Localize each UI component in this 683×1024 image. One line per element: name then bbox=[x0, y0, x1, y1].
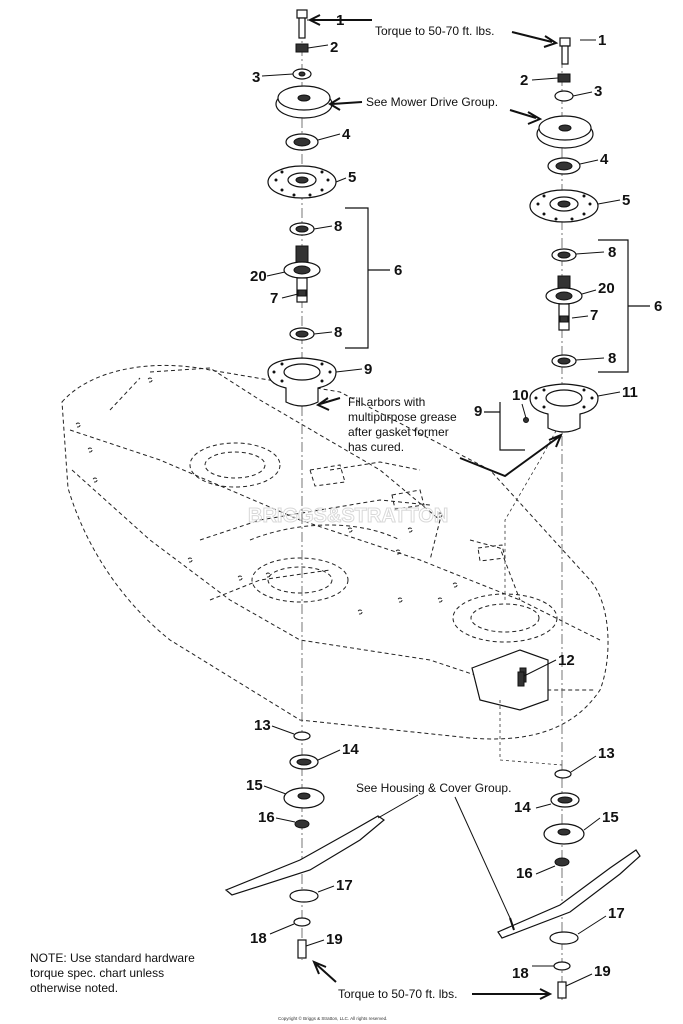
copyright: Copyright © Briggs & Stratton, LLC. All … bbox=[278, 1015, 387, 1021]
fill-note-line-2: multipurpose grease bbox=[348, 410, 457, 424]
callout-13-left: 13 bbox=[254, 717, 271, 734]
annotations: Torque to 50-70 ft. lbs. See Mower Drive… bbox=[30, 24, 511, 1021]
left-bolt-19 bbox=[297, 939, 307, 959]
left-washer-17 bbox=[289, 889, 319, 903]
right-washer bbox=[554, 90, 574, 102]
note-line-2: torque spec. chart unless bbox=[30, 966, 164, 980]
right-alignment-line-lower bbox=[499, 700, 563, 766]
callout-20-right: 20 bbox=[598, 280, 615, 297]
callout-4-right: 4 bbox=[600, 151, 609, 168]
left-nut bbox=[295, 43, 309, 53]
right-alignment-line bbox=[504, 419, 563, 600]
bracket-right-9 bbox=[484, 402, 525, 451]
right-spindle-stack bbox=[497, 37, 641, 999]
callout-12: 12 bbox=[558, 652, 575, 669]
left-washer-18 bbox=[293, 917, 311, 927]
callout-16-left: 16 bbox=[258, 809, 275, 826]
callout-2-right: 2 bbox=[520, 72, 528, 89]
callout-17-left: 17 bbox=[336, 877, 353, 894]
right-nut bbox=[557, 73, 571, 83]
callout-15-right: 15 bbox=[602, 809, 619, 826]
annotation-arrows bbox=[307, 14, 563, 1000]
fill-note-line-4: has cured. bbox=[348, 440, 404, 454]
callout-11: 11 bbox=[622, 384, 638, 401]
left-nut-16 bbox=[294, 819, 310, 829]
torque-note-top: Torque to 50-70 ft. lbs. bbox=[375, 24, 494, 38]
housing-note: See Housing & Cover Group. bbox=[356, 781, 511, 795]
watermark: BRIGGS&STRATTON bbox=[248, 505, 448, 527]
callout-1-right: 1 bbox=[598, 32, 606, 49]
left-spindle-shaft bbox=[295, 245, 309, 265]
callout-8-left-top: 8 bbox=[334, 218, 342, 235]
callout-8-right-top: 8 bbox=[608, 244, 616, 261]
right-washer-18 bbox=[553, 961, 571, 971]
right-bolt-19 bbox=[557, 981, 567, 999]
left-washer-13 bbox=[293, 731, 311, 741]
callout-5-left: 5 bbox=[348, 169, 356, 186]
callout-17-right: 17 bbox=[608, 905, 625, 922]
mower-drive-note: See Mower Drive Group. bbox=[366, 95, 498, 109]
callout-6-right: 6 bbox=[654, 298, 662, 315]
fill-note-line-1: Fill arbors with bbox=[348, 395, 425, 409]
callout-3-right: 3 bbox=[594, 83, 602, 100]
callout-18-right: 18 bbox=[512, 965, 529, 982]
callout-15-left: 15 bbox=[246, 777, 263, 794]
callout-7-right: 7 bbox=[590, 307, 598, 324]
callout-13-right: 13 bbox=[598, 745, 615, 762]
right-washer-13 bbox=[554, 769, 572, 779]
callout-18-left: 18 bbox=[250, 930, 267, 947]
callout-14-left: 14 bbox=[342, 741, 359, 758]
callout-2-left: 2 bbox=[330, 39, 338, 56]
torque-note-bottom: Torque to 50-70 ft. lbs. bbox=[338, 987, 457, 1001]
callout-5-right: 5 bbox=[622, 192, 630, 209]
right-bolt-head bbox=[559, 37, 571, 47]
callout-4-left: 4 bbox=[342, 126, 351, 143]
callout-20-left: 20 bbox=[250, 268, 267, 285]
bolt-12 bbox=[517, 671, 525, 687]
left-bolt-head bbox=[296, 9, 308, 19]
callout-19-left: 19 bbox=[326, 931, 343, 948]
callout-14-right: 14 bbox=[514, 799, 531, 816]
callout-8-right-bottom: 8 bbox=[608, 350, 616, 367]
leader-lines bbox=[261, 19, 621, 987]
fill-note-line-3: after gasket former bbox=[348, 425, 449, 439]
right-nut-16 bbox=[554, 857, 570, 867]
right-washer-17 bbox=[549, 931, 579, 945]
deck-shield bbox=[471, 649, 549, 711]
right-blade bbox=[497, 849, 641, 939]
note-line-1: NOTE: Use standard hardware bbox=[30, 951, 195, 965]
bracket-left-6 bbox=[345, 207, 390, 349]
left-blade bbox=[224, 815, 386, 896]
callout-3-left: 3 bbox=[252, 69, 260, 86]
callout-1-left: 1 bbox=[336, 12, 344, 29]
callout-7-left: 7 bbox=[270, 290, 278, 307]
callout-numbers: 1 2 3 4 5 8 6 20 7 8 9 1 2 3 4 5 8 20 6 … bbox=[246, 12, 662, 982]
callout-9-left: 9 bbox=[364, 361, 372, 378]
callout-10: 10 bbox=[512, 387, 529, 404]
left-spindle-stack bbox=[224, 9, 386, 959]
callout-8-left-bottom: 8 bbox=[334, 324, 342, 341]
callout-6-left: 6 bbox=[394, 262, 402, 279]
callout-16-right: 16 bbox=[516, 865, 533, 882]
callout-19-right: 19 bbox=[594, 963, 611, 980]
note-line-3: otherwise noted. bbox=[30, 981, 118, 995]
bracket-right-6 bbox=[598, 239, 650, 373]
grease-fitting-10 bbox=[523, 417, 529, 423]
callout-9-right: 9 bbox=[474, 403, 482, 420]
